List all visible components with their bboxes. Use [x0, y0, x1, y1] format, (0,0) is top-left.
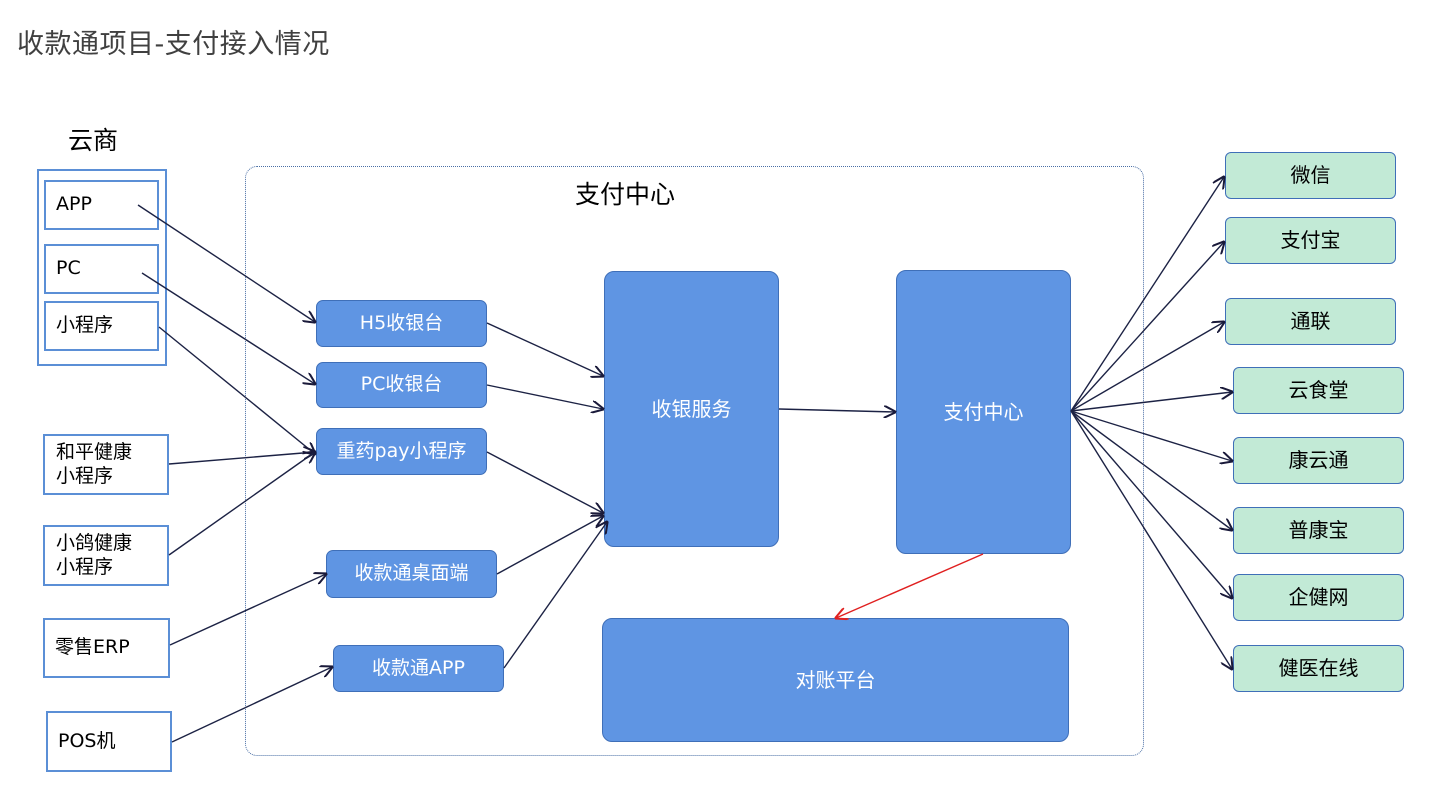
edge-app-client-to-cashier — [503, 522, 607, 669]
desktop-client-node[interactable]: 收款通桌面端 — [326, 550, 497, 598]
edge-pay-center-to-kangyuntong — [1070, 410, 1232, 461]
yunshang-app-box[interactable]: APP — [44, 180, 159, 230]
edge-pay-mini-to-cashier — [486, 451, 603, 513]
channel-wechat[interactable]: 微信 — [1225, 152, 1396, 199]
payment-center-region-label: 支付中心 — [575, 180, 676, 209]
channel-qijianwang[interactable]: 企健网 — [1233, 574, 1404, 621]
edge-pc-to-pc-cashier — [141, 272, 315, 384]
yunshang-label: 云商 — [68, 126, 119, 155]
app-client-node[interactable]: 收款通APP — [333, 645, 504, 692]
channel-kangyuntong[interactable]: 康云通 — [1233, 437, 1404, 484]
yunshang-group — [37, 169, 167, 366]
edge-erp-to-desktop — [169, 574, 326, 646]
edge-xiaoge-to-pay-mini — [168, 452, 315, 556]
edge-pay-center-to-qijianwang — [1070, 410, 1232, 598]
channel-jianyi-online[interactable]: 健医在线 — [1233, 645, 1404, 692]
edge-mini-to-pay-mini — [158, 326, 315, 454]
pc-cashier-node[interactable]: PC收银台 — [316, 362, 487, 408]
heping-label: 和平健康 小程序 — [56, 440, 133, 487]
edge-pay-center-to-pukangbao — [1070, 410, 1232, 530]
channel-pukangbao[interactable]: 普康宝 — [1233, 507, 1404, 554]
edge-cashier-to-pay-center — [778, 409, 895, 412]
edge-pay-center-to-alipay — [1070, 242, 1224, 412]
yunshang-miniprogram-box[interactable]: 小程序 — [44, 301, 159, 351]
reconciliation-platform-node[interactable]: 对账平台 — [602, 618, 1069, 742]
pos-machine-box[interactable]: POS机 — [46, 711, 172, 772]
edge-pos-to-app — [171, 667, 332, 743]
edge-pc-cashier-to-cashier — [486, 384, 603, 409]
edge-pay-center-to-wechat — [1070, 177, 1224, 412]
edge-pay-center-to-jianyi — [1070, 410, 1232, 669]
edge-pay-center-to-tonglian — [1070, 322, 1224, 412]
pay-miniprogram-node[interactable]: 重药pay小程序 — [316, 428, 487, 475]
page-title: 收款通项目-支付接入情况 — [17, 29, 330, 60]
channel-yunshitang[interactable]: 云食堂 — [1233, 367, 1404, 414]
edge-h5-to-cashier — [486, 322, 603, 376]
xiaoge-label: 小鸽健康 小程序 — [56, 531, 133, 578]
heping-health-miniprogram-box[interactable]: 和平健康 小程序 — [43, 434, 169, 495]
payment-center-region — [245, 166, 1144, 756]
edge-pay-center-to-yunshitang — [1070, 392, 1232, 412]
edge-pay-center-to-reconcile — [836, 553, 984, 618]
xiaoge-health-miniprogram-box[interactable]: 小鸽健康 小程序 — [43, 525, 169, 586]
channel-alipay[interactable]: 支付宝 — [1225, 217, 1396, 264]
cashier-service-node[interactable]: 收银服务 — [604, 271, 779, 547]
channel-tonglian[interactable]: 通联 — [1225, 298, 1396, 345]
edge-app-to-h5 — [137, 204, 315, 322]
edge-desktop-to-cashier — [496, 516, 603, 575]
yunshang-pc-box[interactable]: PC — [44, 244, 159, 294]
payment-center-node[interactable]: 支付中心 — [896, 270, 1071, 554]
retail-erp-box[interactable]: 零售ERP — [43, 618, 170, 678]
h5-cashier-node[interactable]: H5收银台 — [316, 300, 487, 347]
edge-heping-to-pay-mini — [168, 452, 315, 465]
